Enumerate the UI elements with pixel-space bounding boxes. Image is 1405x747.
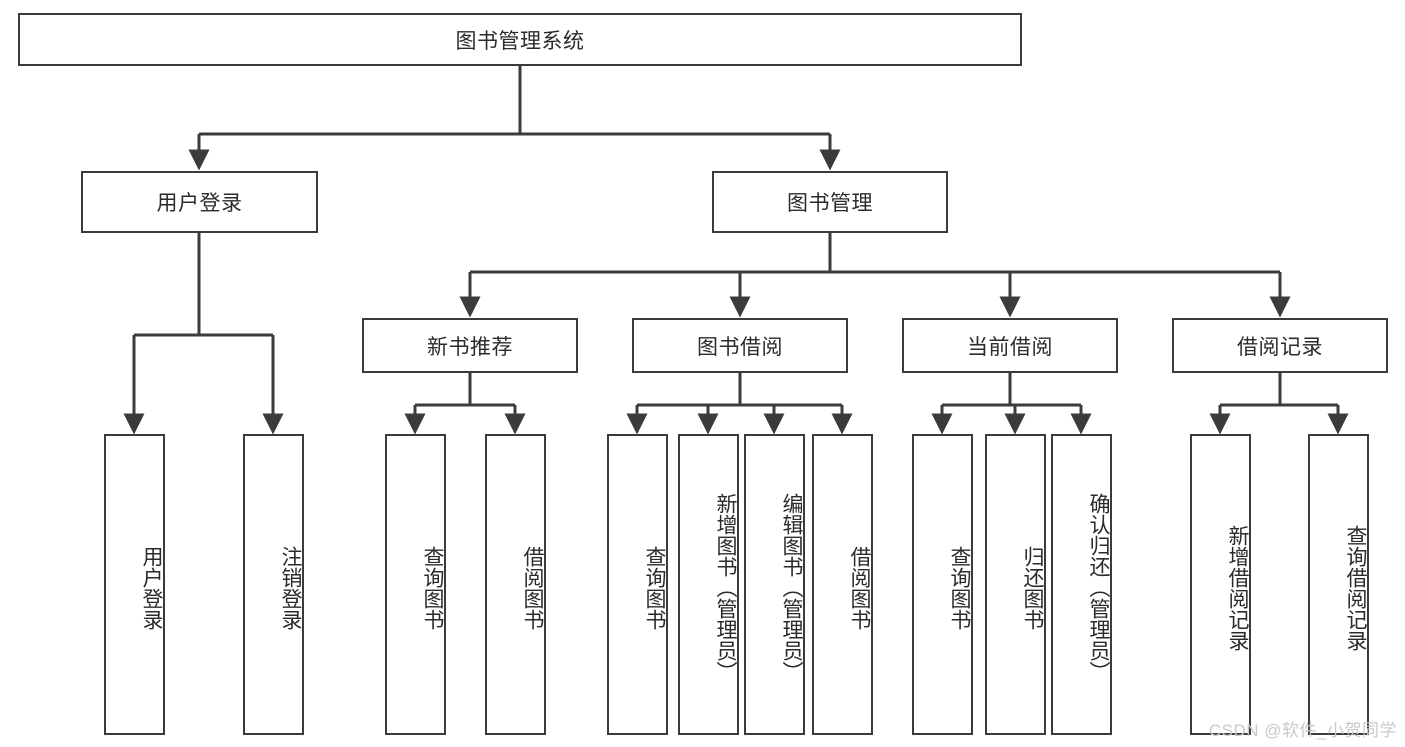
- node-leaf-return-books[interactable]: 归还图书: [985, 434, 1046, 735]
- node-leaf-label: 新增借阅记录: [1226, 524, 1249, 651]
- node-level3-current-borrow[interactable]: 当前借阅: [902, 318, 1118, 373]
- node-leaf-add-book-admin[interactable]: 新增图书（管理员）: [678, 434, 739, 735]
- node-leaf-borrow-books-recommend[interactable]: 借阅图书: [485, 434, 546, 735]
- node-leaf-edit-book-admin[interactable]: 编辑图书（管理员）: [744, 434, 805, 735]
- node-leaf-add-borrow-record[interactable]: 新增借阅记录: [1190, 434, 1251, 735]
- node-leaf-label: 查询图书: [948, 545, 971, 630]
- node-leaf-query-books-recommend[interactable]: 查询图书: [385, 434, 446, 735]
- node-leaf-label: 查询图书: [643, 545, 666, 630]
- node-root[interactable]: 图书管理系统: [18, 13, 1022, 66]
- watermark-text: CSDN @软件_小贺同学: [1208, 721, 1397, 740]
- node-leaf-label: 编辑图书（管理员）: [780, 493, 803, 682]
- node-leaf-logout[interactable]: 注销登录: [243, 434, 304, 735]
- node-level2-book-management[interactable]: 图书管理: [712, 171, 948, 233]
- node-leaf-label: 新增图书（管理员）: [714, 493, 737, 682]
- node-leaf-label: 用户登录: [140, 545, 163, 630]
- node-level3-book-borrow[interactable]: 图书借阅: [632, 318, 848, 373]
- node-leaf-label: 借阅图书: [848, 545, 871, 630]
- node-leaf-label: 确认归还（管理员）: [1087, 493, 1110, 682]
- node-leaf-label: 归还图书: [1021, 545, 1044, 630]
- node-leaf-confirm-return-admin[interactable]: 确认归还（管理员）: [1051, 434, 1112, 735]
- node-leaf-label: 查询借阅记录: [1344, 524, 1367, 651]
- node-leaf-label: 借阅图书: [521, 545, 544, 630]
- node-leaf-user-login[interactable]: 用户登录: [104, 434, 165, 735]
- node-level3-new-book-recommend[interactable]: 新书推荐: [362, 318, 578, 373]
- node-level3-borrow-records[interactable]: 借阅记录: [1172, 318, 1388, 373]
- node-leaf-query-books-current[interactable]: 查询图书: [912, 434, 973, 735]
- node-leaf-query-books-borrow[interactable]: 查询图书: [607, 434, 668, 735]
- node-level2-user-login[interactable]: 用户登录: [81, 171, 318, 233]
- node-leaf-label: 注销登录: [279, 545, 302, 630]
- node-leaf-label: 查询图书: [421, 545, 444, 630]
- node-leaf-query-borrow-record[interactable]: 查询借阅记录: [1308, 434, 1369, 735]
- node-leaf-borrow-books[interactable]: 借阅图书: [812, 434, 873, 735]
